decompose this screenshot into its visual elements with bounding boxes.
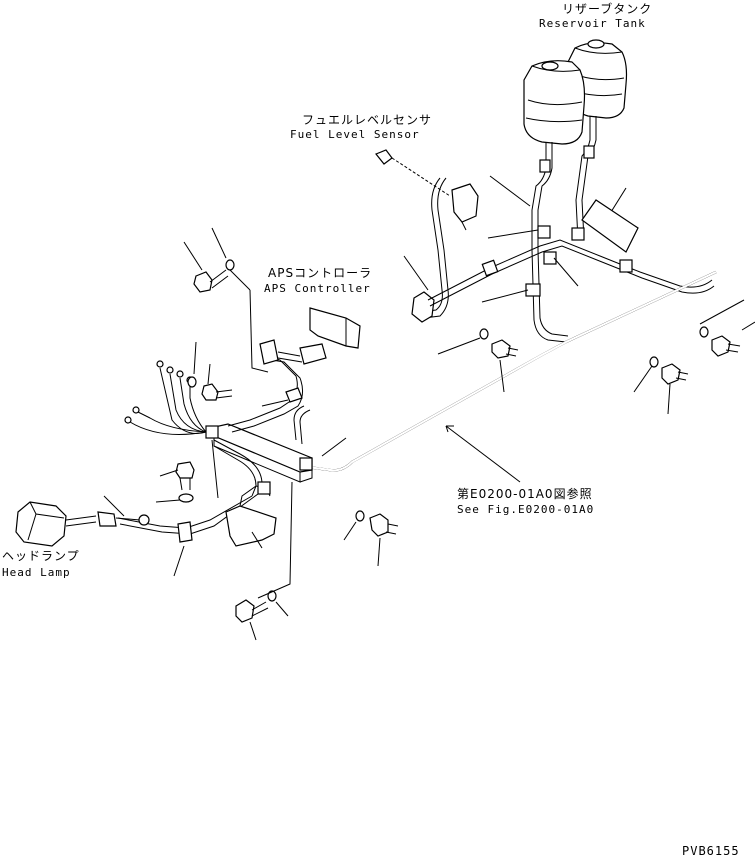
drawing-code: PVB6155 [682,844,740,858]
see-fig-label-jp: 第E0200-01A0図参照 [457,487,593,501]
fuel-level-sensor-label-en: Fuel Level Sensor [290,128,420,141]
left-harness [117,355,313,535]
main-harness [299,225,717,472]
leader-lines [103,175,755,641]
fuel-level-sensor [375,149,479,323]
aps-controller-label-en: APS Controller [264,282,371,295]
reservoir-tank [523,39,628,250]
head-lamp-label-en: Head Lamp [2,566,71,579]
aps-controller-label-jp: APSコントローラ [268,266,373,280]
fasteners [175,259,741,623]
aps-controller [249,289,361,373]
see-fig-label-en: See Fig.E0200-01A0 [457,503,595,516]
fuel-level-sensor-label-jp: フュエルレベルセンサ [302,113,433,127]
reservoir-tank-label-jp: リザーブタンク [562,2,653,16]
head-lamp [15,481,277,547]
reservoir-tank-label-en: Reservoir Tank [539,17,646,30]
head-lamp-label-jp: ヘッドランプ [2,549,80,563]
